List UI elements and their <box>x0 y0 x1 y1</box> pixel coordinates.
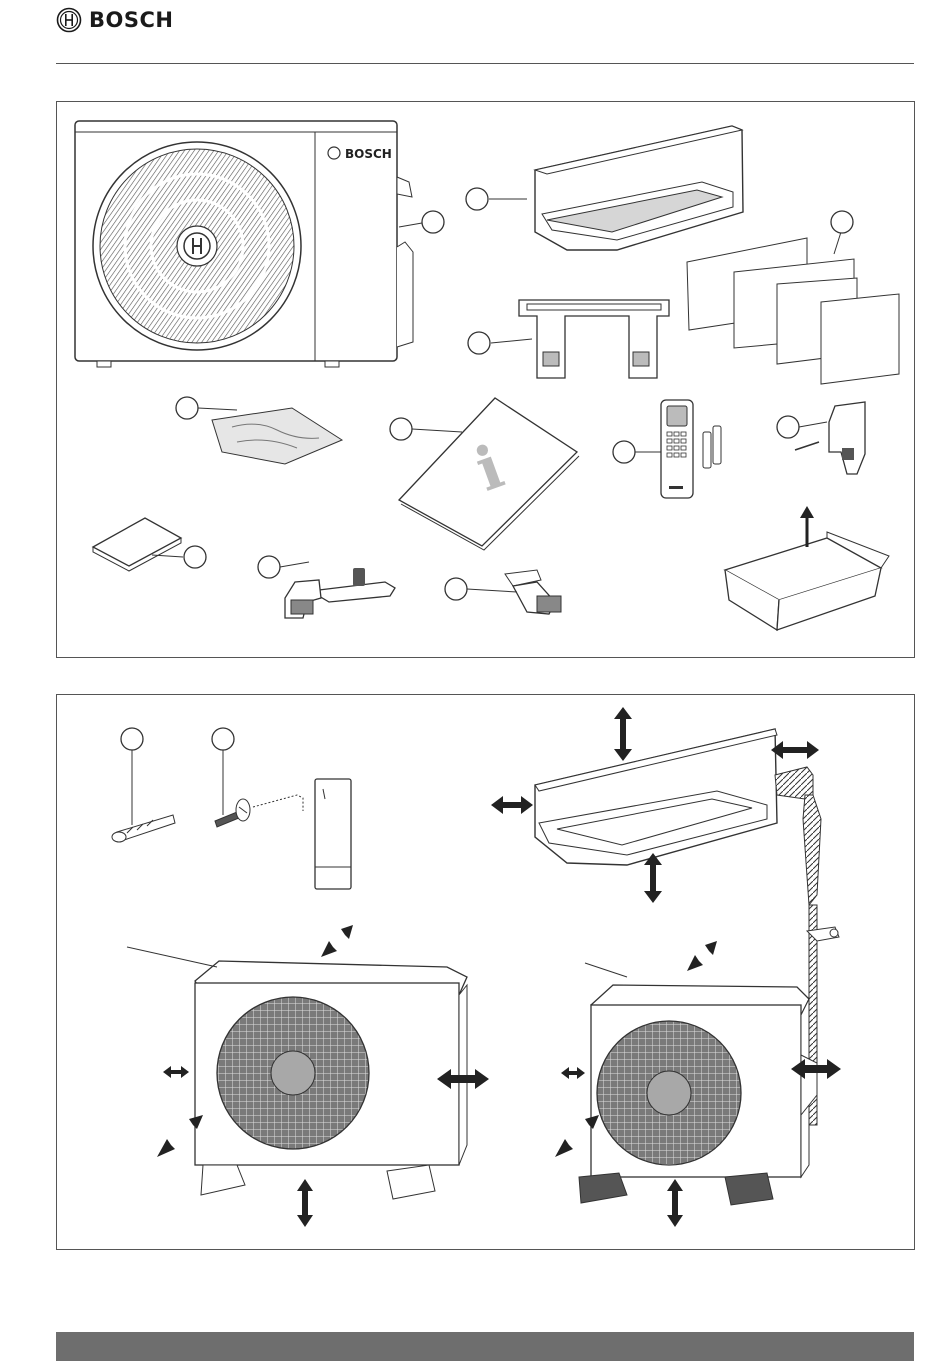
page-header: BOSCH <box>0 0 950 66</box>
info-manual: i <box>399 398 579 550</box>
indoor-unit <box>535 126 743 250</box>
callout-screw <box>212 728 234 815</box>
packaging-box <box>725 506 889 630</box>
drain-connector-set <box>285 568 395 618</box>
figure-installation-clearances <box>56 694 915 1250</box>
callout-documentation-sheets <box>831 211 853 254</box>
header-divider <box>56 63 914 64</box>
callout-accessory-bag <box>176 397 237 419</box>
brand-name: BOSCH <box>89 8 173 32</box>
callout-holder <box>777 416 827 438</box>
wall-plug <box>112 815 175 842</box>
outdoor-unit-brand-label: BOSCH <box>345 147 392 161</box>
callout-mounting-plate <box>468 332 532 354</box>
accessory-bag <box>212 408 342 464</box>
callout-info-manual <box>390 418 462 440</box>
callout-outdoor-unit <box>399 211 444 233</box>
screw <box>215 799 250 827</box>
callout-wall-plug <box>121 728 143 825</box>
figure-scope-of-delivery: BOSCH <box>56 101 915 658</box>
remote-holder <box>315 779 351 889</box>
outdoor-unit: BOSCH <box>75 121 413 367</box>
batteries <box>703 426 721 468</box>
callout-indoor-unit <box>466 188 527 210</box>
callout-drain-connector <box>258 556 309 578</box>
documentation-sheets <box>687 238 899 384</box>
holder-with-screw <box>795 402 865 474</box>
brand-logo: BOSCH <box>56 7 173 33</box>
figure2-drawing <box>57 695 914 1249</box>
figure1-drawing: BOSCH <box>57 102 914 657</box>
outdoor-unit-clearance-b <box>555 941 841 1227</box>
assembly-dotted-path <box>253 795 303 811</box>
outdoor-unit-clearance-a <box>127 925 489 1227</box>
booklet <box>93 518 181 571</box>
footer-bar <box>56 1332 914 1361</box>
remote-control <box>661 400 693 498</box>
bosch-armature-logo-icon <box>56 7 82 33</box>
callout-drain-elbow <box>445 578 517 600</box>
callout-remote-control <box>613 441 661 463</box>
mounting-plate <box>519 300 669 378</box>
